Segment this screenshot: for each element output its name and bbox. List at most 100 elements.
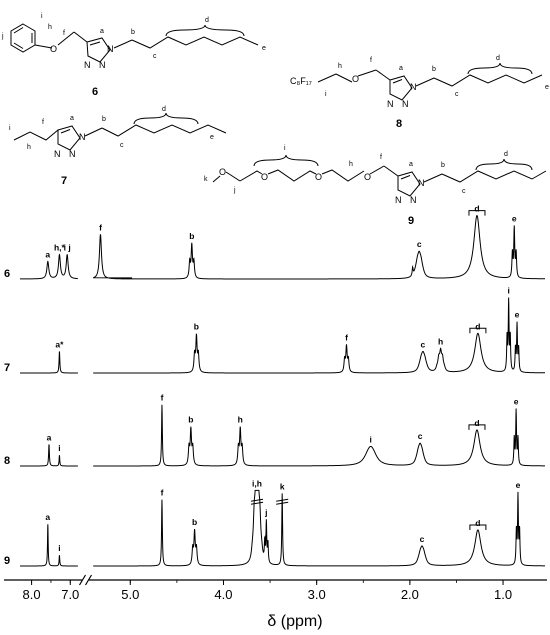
svg-text:a: a — [100, 28, 104, 35]
svg-text:O: O — [219, 167, 226, 177]
peak-label: i,h — [252, 478, 262, 488]
svg-text:N: N — [69, 149, 76, 159]
structure-9-brace-d — [475, 158, 533, 171]
tick-label: 3.0 — [308, 587, 326, 602]
peak-label: f — [99, 222, 102, 232]
peak-label: b — [194, 322, 199, 332]
spectrum-label: 6 — [4, 268, 10, 280]
svg-text:e: e — [545, 84, 549, 91]
tick-label: 4.0 — [214, 587, 232, 602]
peak-label: e — [515, 310, 520, 320]
peak-label: f — [161, 488, 164, 498]
svg-text:h: h — [349, 161, 353, 168]
svg-text:h: h — [27, 144, 31, 151]
spectrum-trace-left — [20, 351, 78, 374]
peak-label: e — [512, 213, 517, 223]
peak-label: j — [264, 507, 267, 517]
structure-6 — [10, 23, 259, 63]
peak-label: d — [475, 518, 480, 528]
peak-bracket — [468, 210, 486, 216]
svg-text:a: a — [409, 161, 413, 168]
axis-break-mark — [84, 574, 93, 586]
svg-text:C₈F₁₇: C₈F₁₇ — [290, 76, 312, 86]
svg-text:O: O — [315, 172, 322, 182]
peak-label: i — [58, 543, 60, 553]
peak-label: i — [58, 443, 60, 453]
structure-7-brace — [133, 112, 199, 125]
svg-text:f: f — [370, 57, 372, 64]
svg-text:6: 6 — [92, 86, 98, 98]
svg-text:b: b — [131, 29, 135, 36]
svg-text:a: a — [399, 65, 403, 72]
peak-label: c — [417, 239, 422, 249]
svg-text:N: N — [387, 99, 394, 109]
svg-text:i: i — [9, 125, 11, 132]
peak-label: c — [418, 431, 423, 441]
spectrum-label: 8 — [4, 455, 10, 467]
peak-label: h — [438, 336, 443, 346]
svg-text:k: k — [204, 176, 208, 183]
svg-text:b: b — [441, 162, 445, 169]
peak-label: i — [370, 435, 372, 445]
svg-text:e: e — [262, 45, 266, 52]
tick-label: 1.0 — [494, 587, 512, 602]
peak-label: c — [421, 339, 426, 349]
spectrum-label: 7 — [4, 362, 10, 374]
svg-text:8: 8 — [396, 118, 402, 130]
peak-label: e — [516, 480, 521, 490]
peak-label: h,* — [54, 243, 66, 253]
axis-break-mark — [78, 574, 87, 586]
spectrum-trace-right — [93, 489, 545, 567]
svg-text:d: d — [504, 151, 508, 158]
spectrum-trace-left — [20, 253, 78, 280]
spectrum-trace-left — [20, 524, 78, 567]
svg-text:O: O — [352, 74, 359, 84]
svg-text:c: c — [153, 53, 157, 60]
peak-label: a — [45, 512, 50, 522]
peak-label: b — [192, 517, 197, 527]
tick-label: 5.0 — [121, 587, 139, 602]
spectrum-label: 9 — [4, 555, 10, 567]
svg-text:d: d — [496, 55, 500, 62]
svg-text:b: b — [102, 116, 106, 123]
svg-text:N: N — [410, 82, 417, 92]
svg-text:N: N — [402, 99, 409, 109]
structure-7-text: N N N i h f a b c d e 7 — [9, 106, 214, 187]
svg-text:h: h — [48, 24, 52, 31]
structure-9-brace-i — [253, 154, 319, 167]
svg-text:c: c — [120, 142, 124, 149]
svg-text:N: N — [54, 149, 61, 159]
svg-text:f: f — [42, 119, 44, 126]
svg-text:i: i — [41, 13, 43, 20]
structure-7 — [13, 124, 227, 151]
svg-text:N: N — [79, 132, 86, 142]
structure-6-text: O N N N i h j f a b c d e 6 — [1, 13, 266, 98]
tick-label: 8.0 — [23, 587, 41, 602]
peak-label: b — [188, 415, 193, 425]
structure-8-brace — [467, 62, 533, 75]
svg-text:c: c — [462, 188, 466, 195]
svg-text:c: c — [455, 91, 459, 98]
peak-label: i — [508, 286, 510, 296]
peak-label: a — [45, 249, 50, 259]
spectrum-trace-left — [20, 444, 78, 467]
svg-text:N: N — [99, 60, 106, 70]
spectrum-trace-right — [93, 214, 545, 280]
svg-text:j: j — [1, 33, 4, 40]
peak-label: c — [420, 534, 425, 544]
structure-6-brace — [165, 24, 245, 37]
svg-text:7: 7 — [61, 175, 67, 187]
peak-bracket — [469, 524, 487, 530]
svg-text:d: d — [205, 17, 209, 24]
structure-8-text: C₈F₁₇ O N N N i h f a b c d e 8 — [290, 55, 549, 130]
svg-text:N: N — [107, 44, 114, 54]
x-axis-label: δ (ppm) — [267, 613, 322, 630]
spectrum-trace-right — [93, 404, 545, 467]
